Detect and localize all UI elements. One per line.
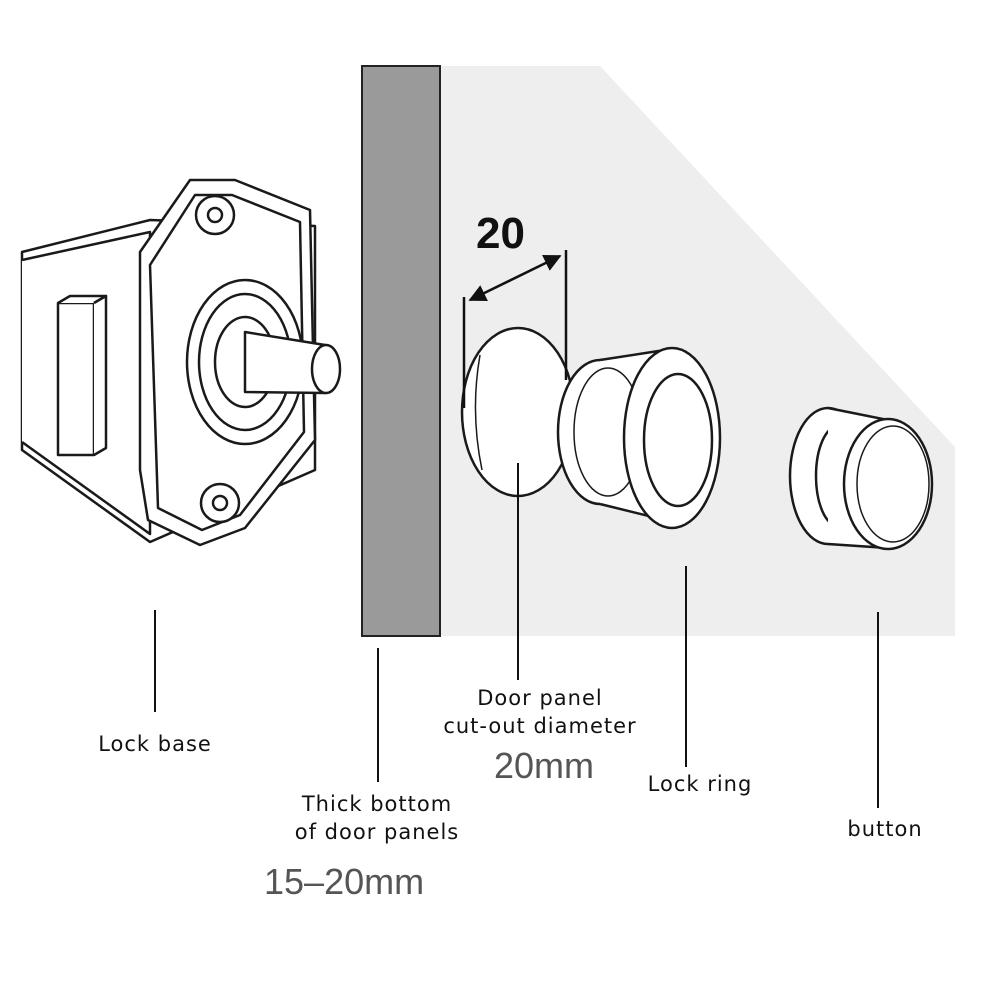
diameter-dimension [462,250,568,408]
cutout-label-line1: Door panel [477,686,603,710]
cutout-label-line2: cut-out diameter [443,714,637,738]
thick-bottom-label-line2: of door panels [294,820,460,844]
door-panel-edge [361,65,441,637]
button-drawing [788,406,934,551]
leader-lines [154,463,879,808]
lock-base-drawing [20,178,342,547]
thickness-value: 15–20mm [264,861,425,902]
lock-ring-label: Lock ring [647,772,753,796]
cutout-value: 20mm [494,745,595,786]
button-label: button [847,817,923,841]
lock-base-label: Lock base [98,732,212,756]
diameter-number: 20 [476,209,525,258]
thick-bottom-label-line1: Thick bottom [301,792,453,816]
lock-ring-drawing [556,346,722,530]
